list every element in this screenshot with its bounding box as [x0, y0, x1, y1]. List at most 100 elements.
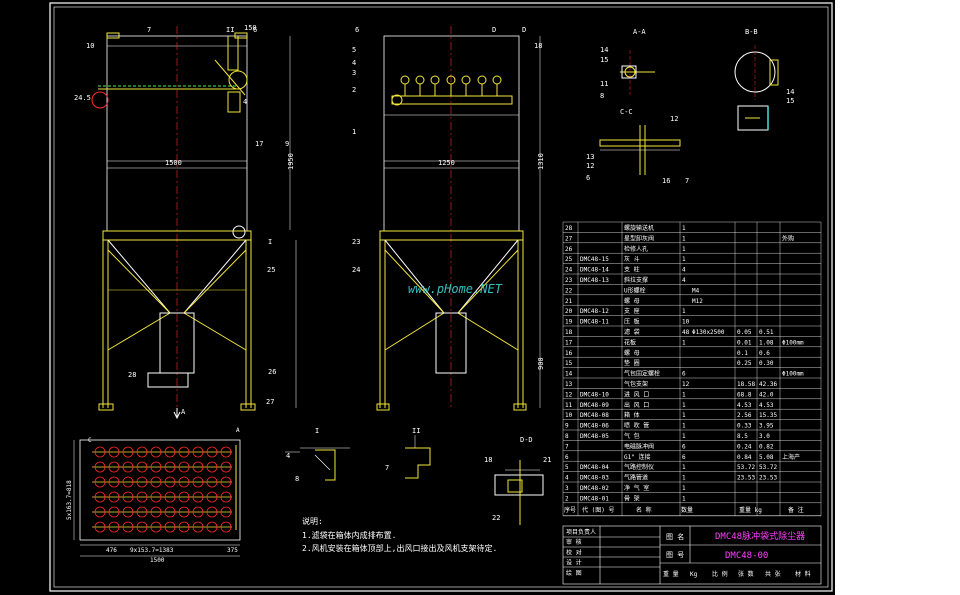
- filter-bag: [220, 491, 232, 503]
- outer-border: [49, 2, 833, 592]
- drawing-title: DMC48脉冲袋式除尘器: [715, 530, 805, 542]
- bom-total-weight: 0.82: [759, 443, 774, 450]
- filter-bag: [164, 521, 176, 533]
- filter-bag: [220, 521, 232, 533]
- section-aa-title: A-A: [633, 28, 646, 36]
- filter-bag: [206, 461, 218, 473]
- section-dd: [494, 460, 544, 525]
- bom-total-weight: 15.35: [759, 412, 777, 419]
- filter-bag: [94, 521, 106, 533]
- bom-note: Φ100mm: [782, 371, 804, 378]
- dim-label-150: 150: [244, 24, 257, 32]
- bom-no: 18: [565, 329, 573, 336]
- filter-bag: [220, 506, 232, 518]
- filter-bag: [150, 506, 162, 518]
- filter-bag: [164, 506, 176, 518]
- filter-bag: [220, 446, 232, 458]
- bom-name: 喷 吹 管: [624, 422, 649, 430]
- svg-text:27: 27: [266, 398, 274, 406]
- title-role-label: 项目负责人: [566, 528, 596, 536]
- bom-name: 花板: [624, 338, 636, 346]
- bom-no: 8: [565, 433, 569, 440]
- bom-no: 28: [565, 225, 573, 232]
- filter-bag: [178, 491, 190, 503]
- bom-code: DMC48-06: [580, 423, 609, 430]
- bom-no: 20: [565, 308, 573, 315]
- plan-dim-375: 375: [227, 547, 238, 554]
- bom-name: 出 风 口: [624, 401, 649, 409]
- front-view: [91, 26, 297, 420]
- notes-line-1: 1.滤袋在箱体内成排布置.: [302, 530, 396, 540]
- bom-total-weight: 0.30: [759, 360, 774, 367]
- bom-code: DMC48-15: [580, 256, 609, 263]
- filter-bag: [164, 446, 176, 458]
- svg-text:7: 7: [147, 26, 151, 34]
- bom-qty: 48: [682, 329, 690, 336]
- bom-name: 螺 母: [624, 349, 640, 357]
- filter-bag: [108, 491, 120, 503]
- filter-bag: [122, 461, 134, 473]
- filter-bag: [94, 476, 106, 488]
- filter-bag: [178, 506, 190, 518]
- bom-name: 压 板: [624, 318, 640, 326]
- filter-bag: [94, 491, 106, 503]
- bom-qty: 1: [682, 256, 686, 263]
- bom-material: Φ130x2500: [692, 329, 725, 336]
- watermark: www.pHome.NET: [408, 282, 503, 296]
- bom-no: 6: [565, 454, 569, 461]
- bom-unit-weight: 2.56: [737, 412, 752, 419]
- svg-text:2: 2: [352, 86, 356, 94]
- title-role-label: 校 对: [566, 548, 582, 556]
- detail-I: [285, 447, 350, 481]
- bom-name: 骨 架: [624, 494, 640, 502]
- svg-text:A: A: [236, 427, 240, 434]
- filter-bag: [136, 491, 148, 503]
- bom-no: 23: [565, 277, 573, 284]
- filter-bag: [192, 506, 204, 518]
- bom-no: 27: [565, 235, 573, 242]
- bom-name: 支 座: [624, 307, 640, 315]
- bom-qty: 1: [682, 339, 686, 346]
- inlet-circle: [228, 70, 248, 90]
- leg-foot-right: [240, 403, 256, 411]
- bom-code: DMC48-08: [580, 412, 609, 419]
- detail-I-title: I: [315, 427, 319, 435]
- filter-bag: [122, 506, 134, 518]
- filter-bag: [192, 521, 204, 533]
- bom-no: 10: [565, 412, 573, 419]
- bom-name: 气 包: [624, 432, 640, 440]
- filter-bag: [150, 521, 162, 533]
- bom-name: G1" 连接: [624, 453, 650, 461]
- bom-header-cell: 名 称: [636, 506, 652, 514]
- bom-unit-weight: 4.53: [737, 402, 752, 409]
- filter-bag: [94, 461, 106, 473]
- bom-qty: 1: [682, 433, 686, 440]
- bom-note: Φ100mm: [782, 339, 804, 346]
- bom-total-weight: 1.08: [759, 339, 774, 346]
- dim-label-1310: 1310: [537, 153, 545, 170]
- title-role-label: 审 核: [566, 538, 582, 546]
- bom-unit-weight: 0.01: [737, 339, 752, 346]
- svg-text:D: D: [492, 26, 496, 34]
- bom-qty: 4: [682, 277, 686, 284]
- bom-code: DMC48-14: [580, 267, 609, 274]
- bom-no: 13: [565, 381, 573, 388]
- drawing-background: [0, 0, 835, 595]
- svg-text:7: 7: [385, 464, 389, 472]
- screw-conveyor: [147, 372, 189, 388]
- bom-no: 25: [565, 256, 573, 263]
- bom-total-weight: 5.08: [759, 454, 774, 461]
- filter-bag: [192, 491, 204, 503]
- bom-name: 进 风 口: [624, 390, 649, 398]
- filter-bag: [108, 506, 120, 518]
- svg-text:I: I: [268, 238, 272, 246]
